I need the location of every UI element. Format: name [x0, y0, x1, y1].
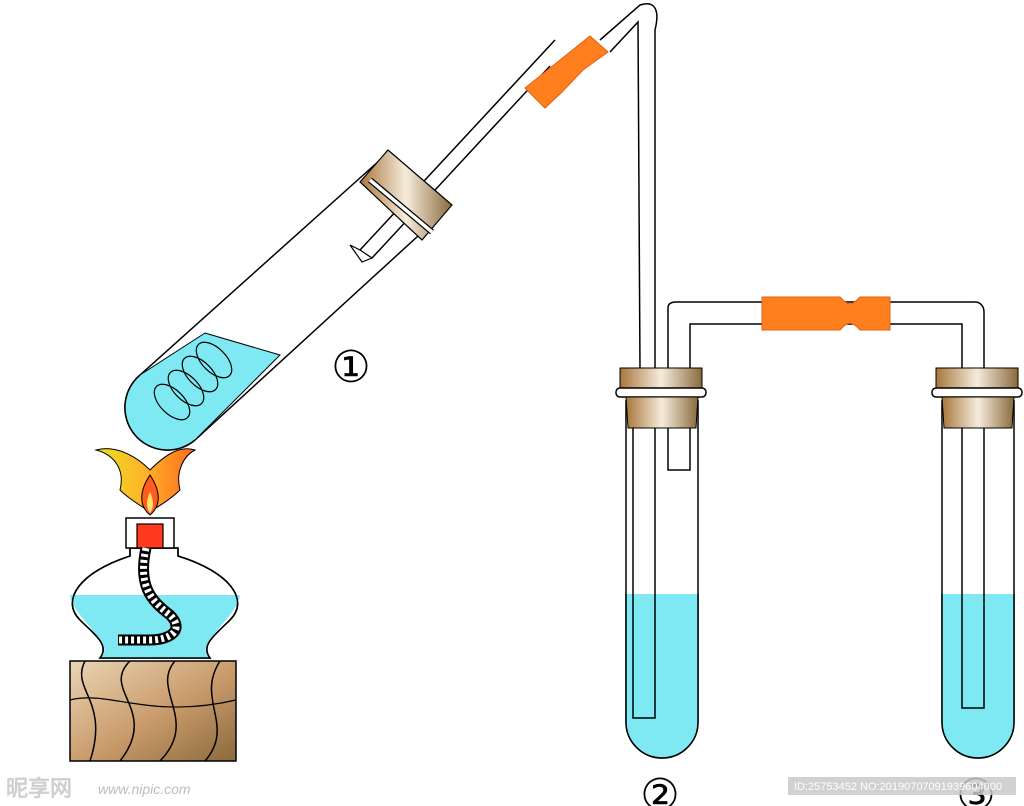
- label-tube-2: ②: [640, 770, 679, 806]
- connecting-tube: [667, 296, 985, 368]
- watermark-logo: 昵享网: [6, 776, 72, 802]
- test-tube-3: [931, 367, 1023, 759]
- alcohol-lamp: [70, 517, 240, 659]
- watermark-url: www.nipic.com: [98, 781, 191, 797]
- rubber-hose: [761, 296, 891, 331]
- flame: [94, 448, 197, 516]
- label-tube-1: ①: [331, 342, 370, 393]
- watermark-id: ID:25753452 NO:20190707091939604000: [794, 781, 1002, 793]
- test-tube-2: [615, 367, 707, 759]
- test-tube-1: [124, 3, 658, 451]
- wooden-block: [69, 660, 237, 762]
- watermark: 昵享网 www.nipic.com ID:25753452 NO:2019070…: [6, 776, 1016, 802]
